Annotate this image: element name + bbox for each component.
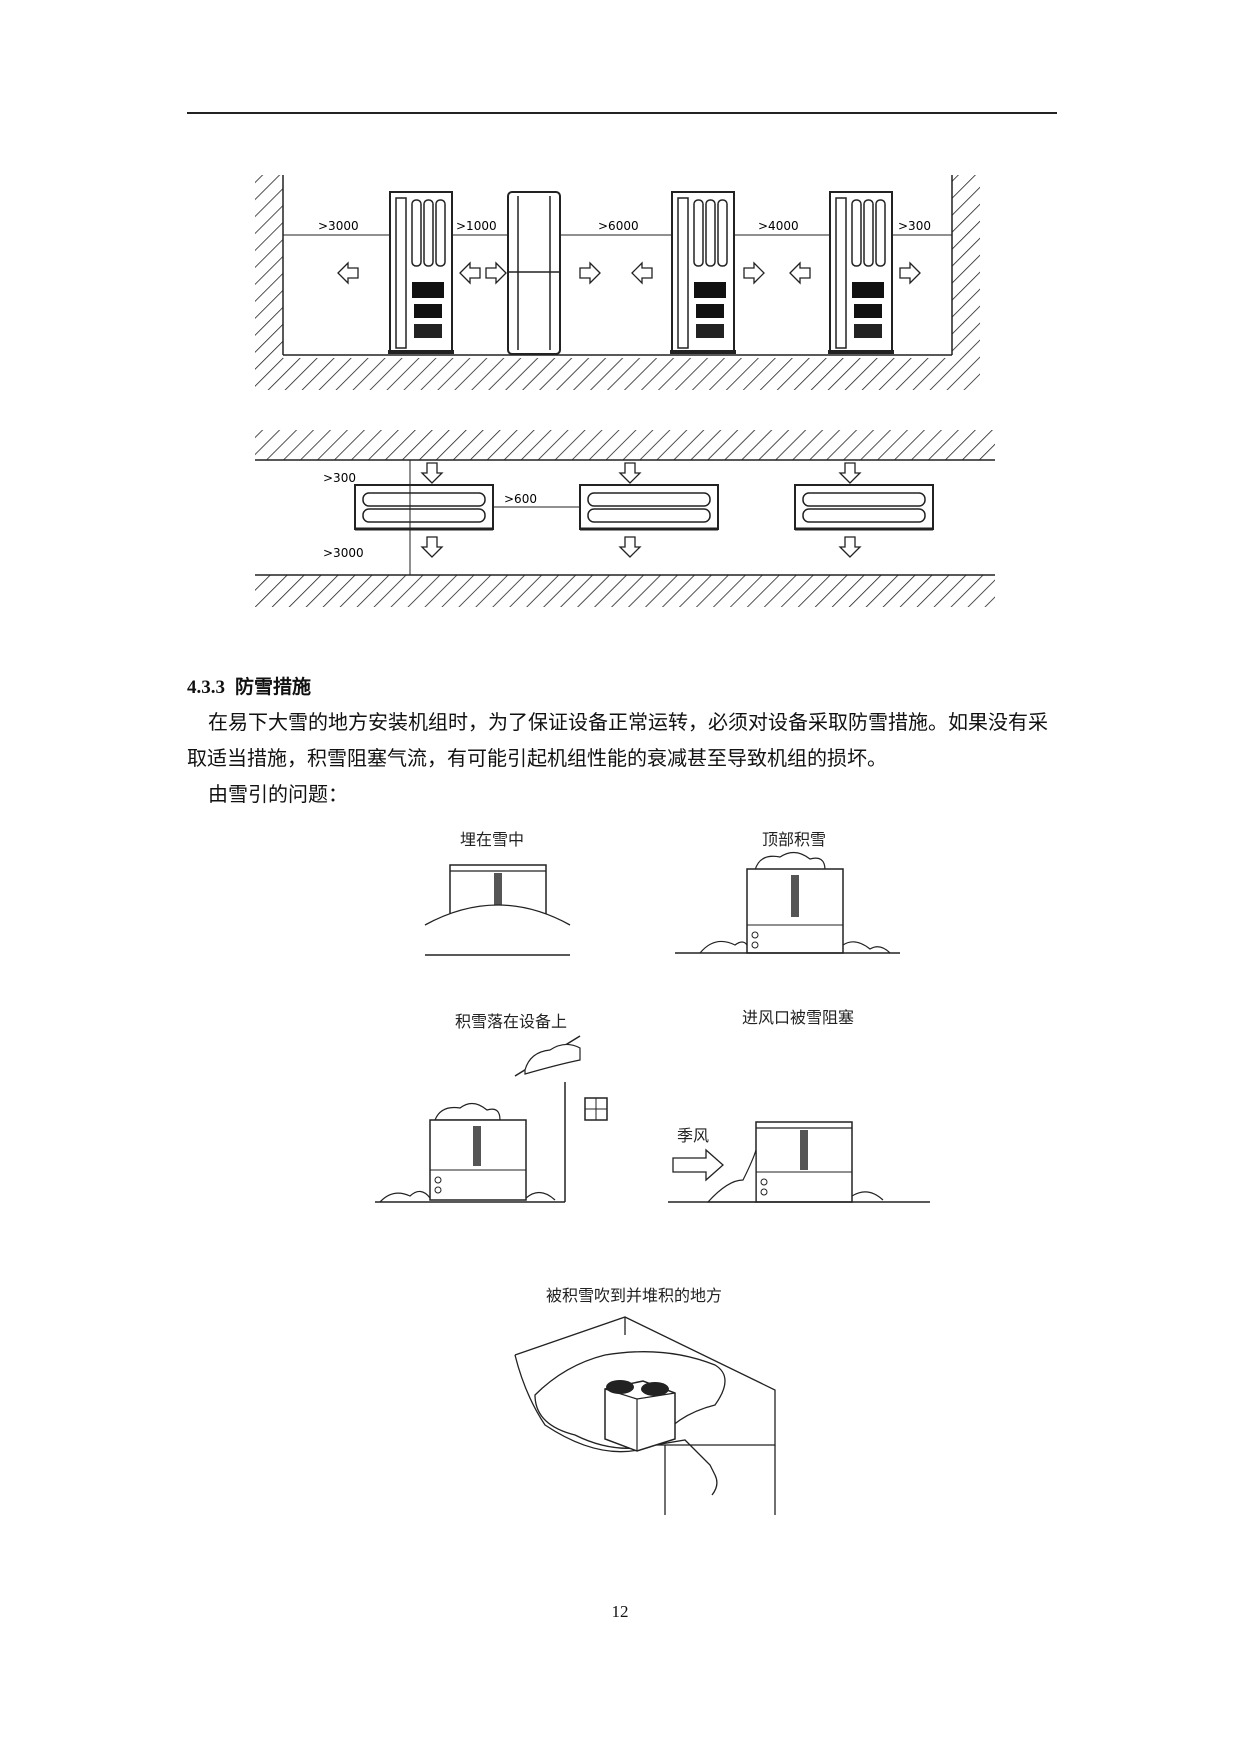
clearance-side-view-diagram: >3000 >1000 >6000 >4000 >300 xyxy=(255,175,980,390)
page-number: 12 xyxy=(611,1602,629,1621)
caption-inlet-blocked: 进风口被雪阻塞 xyxy=(742,1008,855,1027)
illustration-drifted-snow xyxy=(514,1316,776,1515)
snow-problems-intro: 由雪引的问题： xyxy=(208,782,348,806)
illustration-buried-in-snow xyxy=(424,864,571,956)
caption-falling-snow: 积雪落在设备上 xyxy=(455,1012,568,1031)
clearance-label-3: >6000 xyxy=(598,219,639,233)
section-paragraph: 在易下大雪的地方安装机组时，为了保证设备正常运转，必须对设备采取防雪措施。如果没… xyxy=(187,710,1048,770)
clearance-top-view-diagram: >300 >600 >3000 xyxy=(255,430,995,607)
section-number: 4.3.3 xyxy=(187,677,225,698)
illustration-falling-snow xyxy=(375,1035,608,1203)
caption-top-snow: 顶部积雪 xyxy=(762,830,827,849)
top-clearance-label-2: >600 xyxy=(504,492,537,506)
top-clearance-label-1: >300 xyxy=(323,471,356,485)
caption-monsoon: 季风 xyxy=(677,1126,710,1145)
section-heading: 4.3.3 防雪措施 xyxy=(187,672,311,699)
clearance-label-2: >1000 xyxy=(456,219,497,233)
section-title: 防雪措施 xyxy=(235,676,312,698)
caption-buried: 埋在雪中 xyxy=(460,830,525,849)
wind-arrow-icon xyxy=(672,1148,724,1182)
clearance-label-4: >4000 xyxy=(758,219,799,233)
caption-drifted: 被积雪吹到并堆积的地方 xyxy=(546,1286,723,1305)
clearance-label-5: >300 xyxy=(898,219,931,233)
clearance-label-1: >3000 xyxy=(318,219,359,233)
illustration-inlet-blocked xyxy=(668,1121,930,1203)
illustration-top-snow xyxy=(675,851,900,954)
header-rule xyxy=(187,112,1057,114)
top-clearance-label-3: >3000 xyxy=(323,546,364,560)
